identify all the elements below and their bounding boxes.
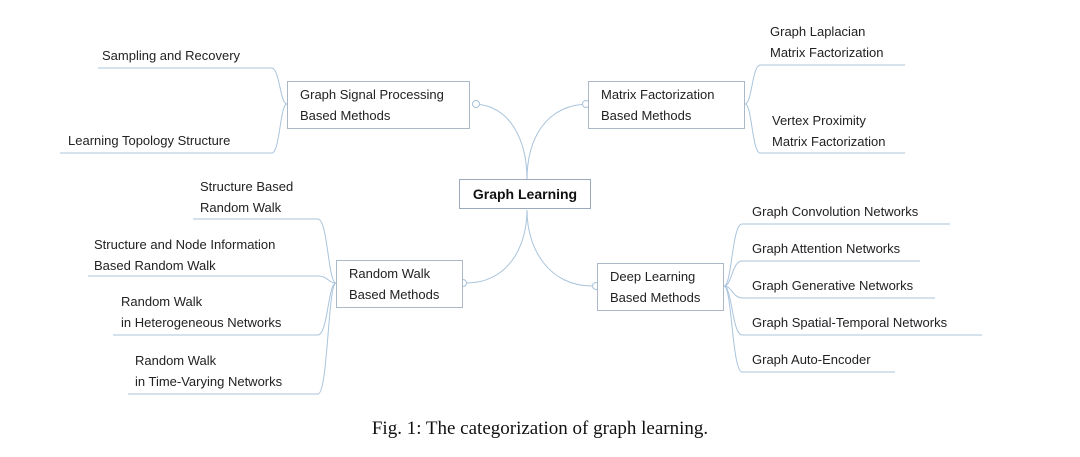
connector-rw-nodeinfo bbox=[88, 275, 337, 284]
connector-rw-timevarying bbox=[128, 282, 337, 395]
connector-dl-conv bbox=[723, 223, 950, 287]
figure-caption: Fig. 1: The categorization of graph lear… bbox=[371, 418, 709, 439]
leaf-rw-nodeinfo-line1: Structure and Node Information bbox=[94, 237, 276, 252]
leaf-graph-convolution-networks: Graph Convolution Networks bbox=[752, 204, 919, 219]
leaf-laplacian-line1: Graph Laplacian bbox=[770, 24, 866, 39]
leaf-rw-timevarying-line2: in Time-Varying Networks bbox=[135, 374, 283, 389]
connector-center-mf bbox=[526, 103, 591, 181]
branch-mf-line2: Based Methods bbox=[601, 108, 692, 123]
connector-mf-proximity bbox=[744, 103, 905, 154]
branch-rw-line2: Based Methods bbox=[349, 287, 440, 302]
branch-random-walk: Random Walk Based Methods bbox=[336, 260, 463, 308]
connector-dl-gen bbox=[723, 285, 935, 299]
connector-rw-hetero bbox=[113, 282, 337, 336]
leaf-rw-structure-line1: Structure Based bbox=[200, 179, 294, 194]
leaf-graph-laplacian-mf: Graph Laplacian Matrix Factorization bbox=[770, 21, 883, 63]
leaf-graph-attention-networks: Graph Attention Networks bbox=[752, 241, 901, 256]
leaf-graph-spatial-temporal-networks: Graph Spatial-Temporal Networks bbox=[752, 315, 948, 330]
leaf-rw-hetero-line2: in Heterogeneous Networks bbox=[121, 315, 282, 330]
connector-dl-ae bbox=[723, 285, 895, 373]
branch-deep-learning: Deep Learning Based Methods bbox=[597, 263, 724, 311]
leaf-rw-nodeinfo-line2: Based Random Walk bbox=[94, 258, 216, 273]
leaf-learning-topology-structure: Learning Topology Structure bbox=[68, 133, 231, 148]
connector-gsp-topology bbox=[60, 103, 288, 154]
leaf-rw-hetero-line1: Random Walk bbox=[121, 294, 203, 309]
connector-center-gsp bbox=[471, 103, 528, 181]
branch-gsp-line2: Based Methods bbox=[300, 108, 391, 123]
branch-matrix-factorization: Matrix Factorization Based Methods bbox=[588, 81, 745, 129]
connector-dl-attn bbox=[723, 260, 920, 287]
connector-gsp-sampling bbox=[98, 67, 288, 105]
leaf-structure-based-random-walk: Structure Based Random Walk bbox=[200, 176, 293, 218]
leaf-random-walk-time-varying: Random Walk in Time-Varying Networks bbox=[135, 350, 282, 392]
connector-rw-structure bbox=[193, 218, 337, 284]
branch-graph-signal-processing: Graph Signal Processing Based Methods bbox=[287, 81, 470, 129]
branch-rw-line1: Random Walk bbox=[349, 266, 431, 281]
branch-dl-line1: Deep Learning bbox=[610, 269, 696, 284]
leaf-random-walk-heterogeneous: Random Walk in Heterogeneous Networks bbox=[121, 291, 281, 333]
leaf-laplacian-line2: Matrix Factorization bbox=[770, 45, 884, 60]
leaf-graph-generative-networks: Graph Generative Networks bbox=[752, 278, 914, 293]
branch-mf-line1: Matrix Factorization bbox=[601, 87, 715, 102]
leaf-proximity-line2: Matrix Factorization bbox=[772, 134, 886, 149]
connector-mf-laplacian bbox=[744, 64, 905, 105]
leaf-proximity-line1: Vertex Proximity bbox=[772, 113, 866, 128]
branch-gsp-line1: Graph Signal Processing bbox=[300, 87, 444, 102]
leaf-graph-auto-encoder: Graph Auto-Encoder bbox=[752, 352, 871, 367]
branch-dl-line2: Based Methods bbox=[610, 290, 701, 305]
connector-center-rw bbox=[466, 209, 528, 284]
leaf-rw-timevarying-line1: Random Walk bbox=[135, 353, 217, 368]
connector-dl-st bbox=[723, 285, 982, 336]
leaf-structure-node-info-random-walk: Structure and Node Information Based Ran… bbox=[94, 234, 275, 276]
collapse-handle-gsp bbox=[472, 100, 480, 108]
leaf-vertex-proximity-mf: Vertex Proximity Matrix Factorization bbox=[772, 110, 885, 152]
central-topic: Graph Learning bbox=[459, 179, 591, 209]
leaf-sampling-and-recovery: Sampling and Recovery bbox=[102, 48, 241, 63]
connector-center-dl bbox=[526, 209, 593, 287]
leaf-rw-structure-line2: Random Walk bbox=[200, 200, 282, 215]
